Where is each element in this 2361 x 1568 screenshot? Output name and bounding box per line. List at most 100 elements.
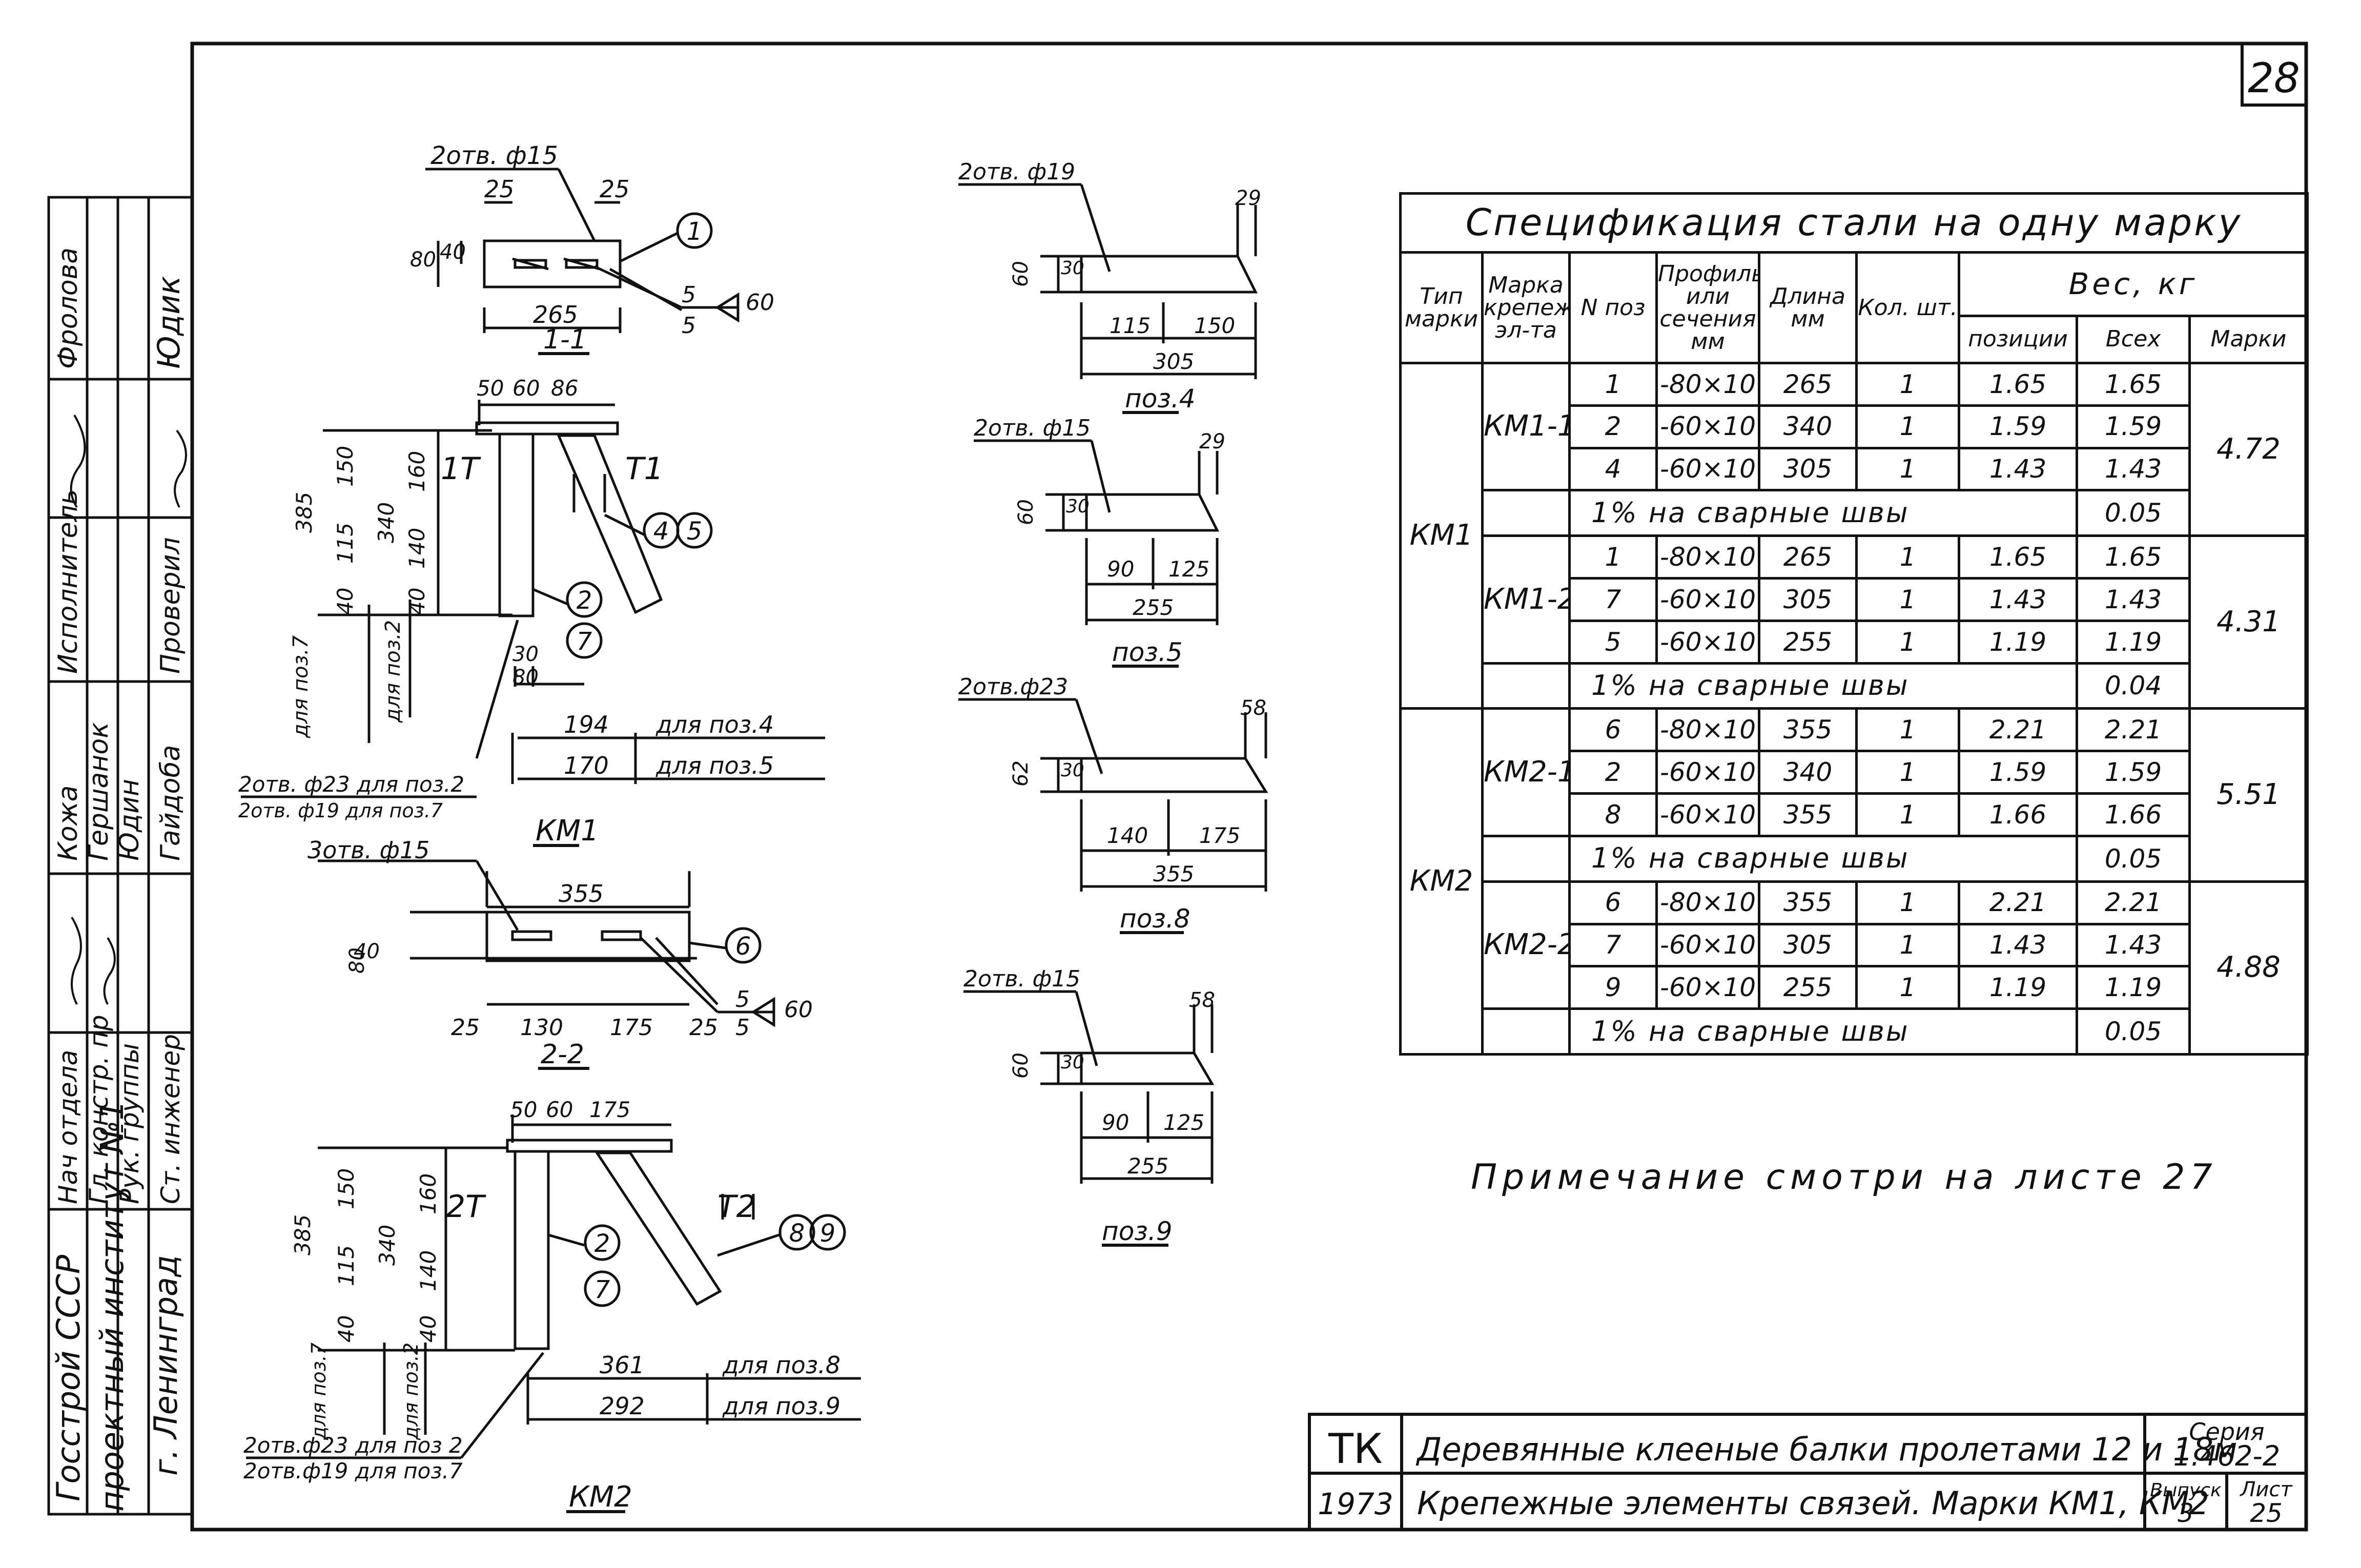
- pos8-dim-30: 30: [1061, 760, 1084, 781]
- cell-weld-empty: [1481, 489, 1571, 538]
- cell-pos: 6: [1568, 707, 1658, 753]
- sheet-label: Лист: [2239, 1478, 2293, 1501]
- pos8-dim-355: 355: [1153, 861, 1194, 886]
- dim-194: 194: [564, 711, 609, 738]
- cell-length: 355: [1758, 792, 1858, 837]
- km2-label: КМ2: [569, 1480, 632, 1514]
- pos5-part: [974, 439, 1220, 668]
- dim-355-2-2: 355: [559, 880, 604, 907]
- sheet-value: 25: [2250, 1498, 2283, 1528]
- pos9-dim-30: 30: [1061, 1052, 1084, 1073]
- km1-assembly: [241, 400, 825, 847]
- cell-qty: 1: [1855, 750, 1960, 795]
- dim-40-km1: 40: [333, 588, 358, 615]
- pos5-dim-29: 29: [1199, 430, 1225, 453]
- pos8-dim-62: 62: [1009, 760, 1033, 787]
- dim-25-2-2-left: 25: [451, 1015, 480, 1041]
- for-pos9-km2: для поз.9: [722, 1392, 840, 1420]
- cell-w-pos: 1.59: [1958, 404, 2078, 449]
- cell-section: -80×10: [1655, 362, 1760, 407]
- cell-qty: 1: [1855, 534, 1960, 580]
- pos8-part: [958, 698, 1268, 934]
- km1-holes-b: 2отв. ф19 для поз.7: [238, 799, 443, 822]
- callout-1: 1: [687, 217, 703, 246]
- for-pos7-km1: для поз.7: [289, 635, 313, 738]
- holes-label-1-1: 2отв. ф15: [430, 141, 558, 170]
- cell-weld-empty: [1481, 662, 1571, 710]
- hdr-w-pos: позиции: [1958, 314, 2078, 365]
- cell-length: 340: [1758, 750, 1858, 795]
- cell-qty: 1: [1855, 446, 1960, 492]
- for-pos-km2: для поз.2: [400, 1343, 422, 1440]
- pos9-dim-60: 60: [1009, 1053, 1033, 1079]
- stamp-name-4: Гайдоба: [155, 745, 186, 861]
- pos9-part: [963, 990, 1215, 1247]
- cell-length: 265: [1758, 534, 1858, 580]
- title-block-grid: [1308, 1413, 2308, 1531]
- issue-value: 3: [2178, 1498, 2194, 1528]
- cell-qty: 1: [1855, 707, 1960, 753]
- hdr-pos: N поз: [1568, 251, 1658, 365]
- cell-weld-note: 1% на сварные швы: [1568, 662, 2078, 710]
- dim-292: 292: [600, 1392, 645, 1420]
- cell-section: -60×10: [1655, 922, 1760, 968]
- pos8-label: поз.8: [1120, 904, 1190, 934]
- stamp-name-1: Кожа: [53, 786, 84, 861]
- cell-mark-total: 4.72: [2188, 362, 2309, 538]
- cell-w-pos: 1.65: [1958, 534, 2078, 580]
- hdr-w-mark: Марки: [2188, 314, 2309, 365]
- cell-length: 355: [1758, 707, 1858, 753]
- pos9-dim-125: 125: [1163, 1110, 1204, 1135]
- sheet-number-box: [2241, 42, 2308, 107]
- weld-5-2-2-top: 5: [735, 986, 750, 1013]
- cell-section: -60×10: [1655, 619, 1760, 665]
- section-1-1-label: 1-1: [543, 324, 587, 355]
- cell-qty: 1: [1855, 922, 1960, 968]
- cell-type-0: КМ1: [1399, 362, 1484, 710]
- callout-6: 6: [735, 932, 751, 961]
- stamp-role-3: Рук. группы: [115, 1043, 145, 1204]
- cell-length: 255: [1758, 619, 1858, 665]
- callout-7-km2: 7: [594, 1275, 610, 1304]
- dim-385-km2: 385: [290, 1214, 315, 1255]
- cell-weld-value: 0.04: [2076, 662, 2191, 710]
- title-line2: Крепежные элементы связей. Марки КМ1, КМ…: [1417, 1484, 2209, 1522]
- dim-115-km1: 115: [333, 523, 358, 564]
- cell-length: 305: [1758, 446, 1858, 492]
- hdr-weight: Вес, кг: [1957, 251, 2309, 317]
- weld-60-1-1: 60: [746, 290, 774, 316]
- cell-length: 255: [1758, 965, 1858, 1010]
- pos4-part: [958, 183, 1258, 414]
- cell-section: -60×10: [1655, 792, 1760, 837]
- pos4-dim-305: 305: [1153, 349, 1194, 374]
- cell-pos: 9: [1568, 965, 1658, 1010]
- cell-section: -80×10: [1655, 534, 1760, 580]
- for-pos7-km2: для поз.7: [307, 1343, 330, 1440]
- cell-mark-total: 5.51: [2188, 707, 2309, 883]
- stamp-name-2: Гершанок: [84, 722, 114, 861]
- cell-w-pos: 1.43: [1958, 577, 2078, 622]
- pos9-dim-255: 255: [1127, 1153, 1168, 1179]
- pos8-dim-175: 175: [1199, 823, 1240, 848]
- dim-60-km2: 60: [546, 1097, 573, 1122]
- stamp-grid: [47, 196, 194, 1516]
- for-pos5-km1: для поз.5: [655, 752, 774, 779]
- cell-qty: 1: [1855, 362, 1960, 407]
- hdr-length: Длина мм: [1758, 251, 1858, 365]
- stamp-org3: г. Ленинград: [147, 1255, 184, 1476]
- cell-w-all: 1.65: [2076, 362, 2191, 407]
- pos5-dim-90: 90: [1107, 556, 1134, 582]
- km2-holes-b: 2отв.ф19 для поз.7: [243, 1458, 463, 1483]
- cut-mark-2-right: T2: [717, 1189, 756, 1225]
- dim-150-km1: 150: [333, 446, 358, 487]
- pos5-dim-255: 255: [1133, 595, 1174, 620]
- weld-5-2-2-bottom: 5: [735, 1015, 750, 1041]
